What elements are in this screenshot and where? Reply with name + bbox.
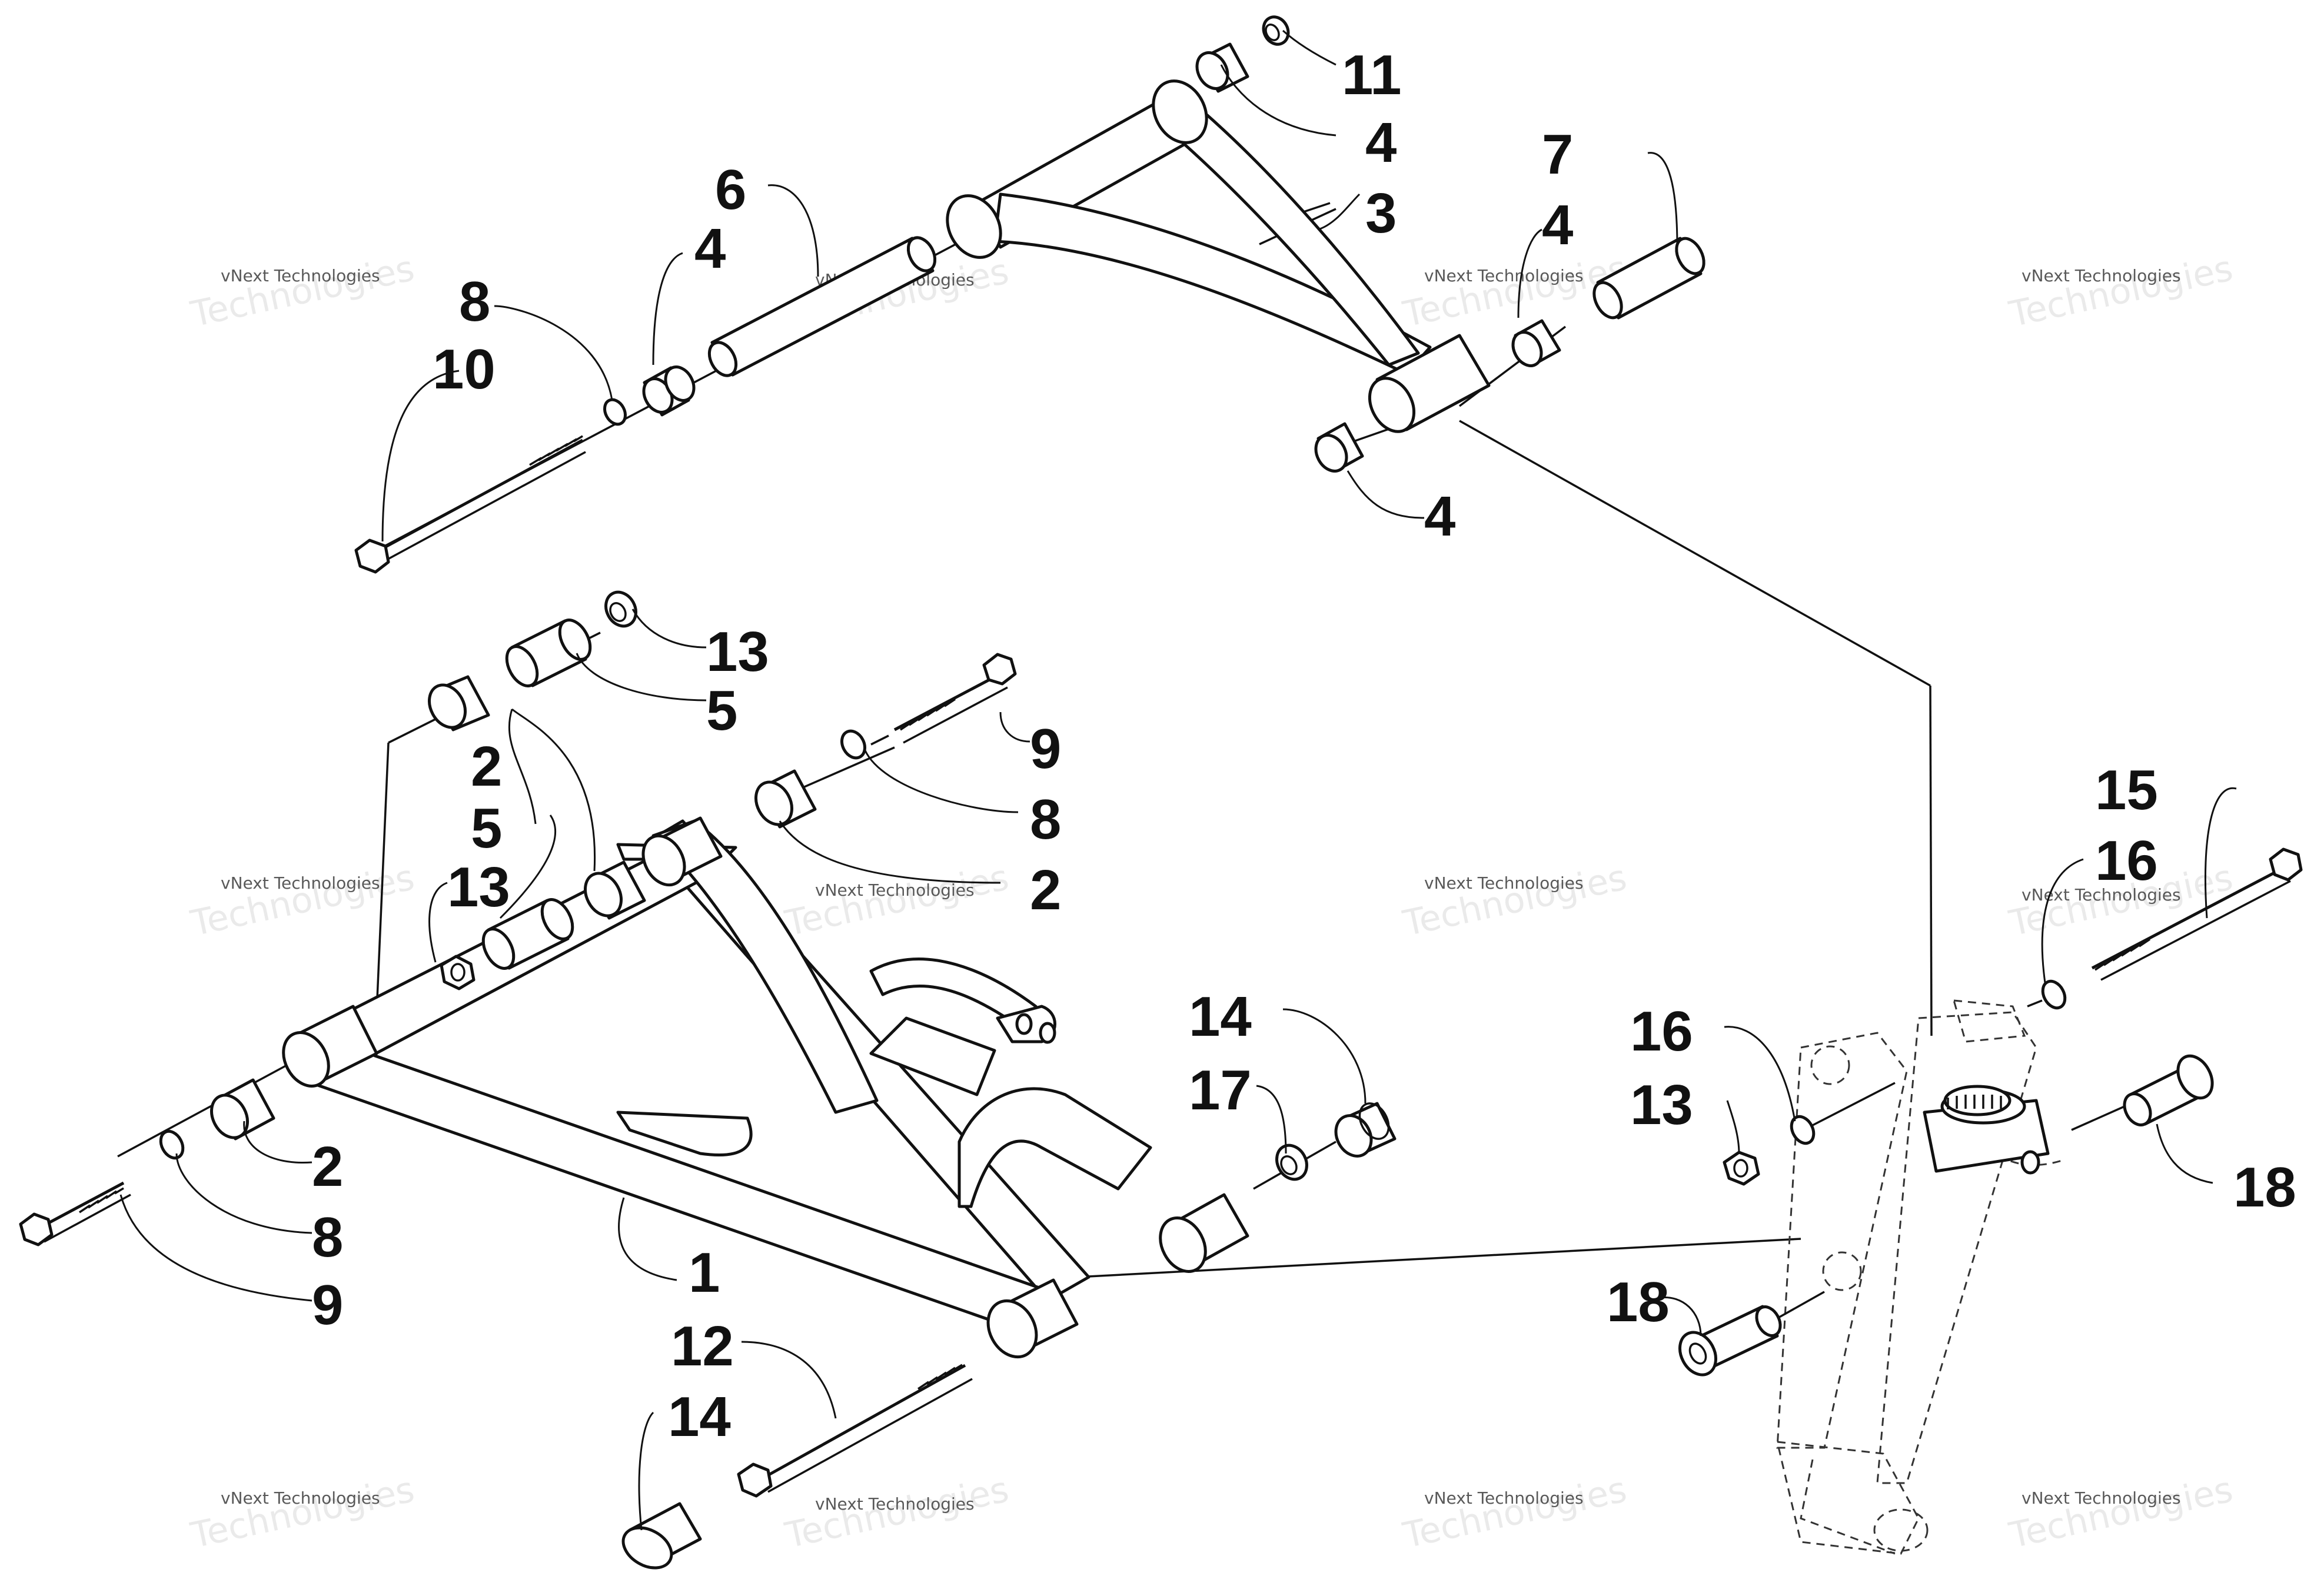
- nut-13: [604, 590, 637, 628]
- callout-13: 13: [447, 856, 510, 919]
- callout-4: 4: [1365, 111, 1397, 174]
- spindle-phantom: [1776, 999, 2066, 1555]
- callout-12: 12: [671, 1315, 734, 1378]
- bolt-10: [354, 435, 586, 574]
- watermark-big: Technologies: [782, 857, 1013, 945]
- upper-a-arm-3: [946, 79, 1491, 433]
- callout-4: 4: [1424, 485, 1455, 548]
- callout-2: 2: [1030, 859, 1061, 922]
- callout-7: 7: [1542, 123, 1573, 186]
- bushing-2: [584, 860, 646, 920]
- bushing-4: [1314, 422, 1364, 473]
- pin-18: [2071, 1054, 2214, 1131]
- nut-13: [440, 955, 476, 990]
- watermark-small: vNext Technologies: [221, 266, 380, 285]
- callout-13: 13: [1630, 1073, 1693, 1136]
- bushing-4: [1195, 42, 1249, 93]
- leader-to-spindle: [1929, 685, 1933, 1036]
- bushing-2: [210, 1078, 275, 1141]
- leader-lines: [119, 29, 2237, 1531]
- callout-2: 2: [471, 735, 502, 798]
- callout-14: 14: [668, 1385, 731, 1448]
- spindle-axis-line: [2027, 999, 2043, 1008]
- washer-8: [603, 398, 627, 426]
- cap-11: [1262, 15, 1290, 46]
- callout-16: 16: [2095, 829, 2158, 892]
- lower-a-arm-assembly: [19, 590, 1801, 1570]
- bolt-12: [737, 1364, 973, 1498]
- callout-10: 10: [433, 338, 496, 401]
- watermark-small: vNext Technologies: [1424, 873, 1584, 893]
- sleeve-6: [707, 236, 937, 377]
- watermark-small: vNext Technologies: [1424, 1488, 1584, 1508]
- cap-14: [1334, 1102, 1397, 1158]
- callout-16: 16: [1630, 1000, 1693, 1063]
- watermark-small: vNext Technologies: [2022, 266, 2181, 285]
- watermark-big: Technologies: [1399, 857, 1631, 945]
- callout-8: 8: [1030, 788, 1061, 851]
- cap-14: [621, 1502, 702, 1570]
- callout-15: 15: [2095, 759, 2158, 822]
- callout-6: 6: [715, 158, 746, 221]
- leader-to-spindle: [1076, 1238, 1801, 1278]
- bolt-9: [19, 1181, 131, 1246]
- nut-13: [1723, 1151, 1760, 1186]
- callout-1: 1: [689, 1241, 720, 1304]
- watermark-small: vNext Technologies: [2022, 1488, 2181, 1508]
- watermark-big: Technologies: [2006, 248, 2237, 335]
- callout-17: 17: [1189, 1059, 1252, 1122]
- washer-16: [1790, 1115, 1816, 1145]
- lower-a-arm-1: [282, 816, 1249, 1359]
- watermark-small: vNext Technologies: [221, 873, 380, 893]
- watermark-big: Technologies: [1399, 1469, 1631, 1557]
- spindle-axis-line: [1812, 1082, 1896, 1126]
- lower-axis-line: [375, 742, 390, 1013]
- bushing-2: [754, 769, 817, 829]
- callout-18: 18: [1607, 1271, 1670, 1334]
- spindle-assembly: [1678, 847, 2303, 1555]
- callout-8: 8: [459, 270, 490, 333]
- callout-4: 4: [694, 217, 726, 280]
- callout-4: 4: [1542, 194, 1573, 257]
- pin-18: [1678, 1291, 1825, 1377]
- sleeve-5: [481, 898, 574, 970]
- bushing-2: [428, 675, 490, 732]
- upper-a-arm-assembly: [354, 15, 1933, 1036]
- lower-axis-line: [870, 734, 889, 746]
- watermark-big: Technologies: [2006, 1469, 2237, 1557]
- washer-8: [159, 1129, 185, 1160]
- bushing-4: [1511, 319, 1561, 367]
- washer-8: [840, 729, 866, 760]
- callout-9: 9: [312, 1274, 343, 1337]
- watermark-small: vNext Technologies: [1424, 266, 1584, 285]
- sleeve-7: [1592, 237, 1705, 320]
- callout-18: 18: [2233, 1156, 2296, 1219]
- callout-13: 13: [706, 620, 769, 683]
- callout-11: 11: [1342, 44, 1401, 107]
- sleeve-5: [505, 619, 592, 687]
- callout-5: 5: [471, 797, 502, 860]
- callout-5: 5: [706, 679, 737, 742]
- callout-3: 3: [1365, 182, 1397, 245]
- callout-9: 9: [1030, 717, 1061, 780]
- watermark-big: Technologies: [187, 1469, 418, 1557]
- bolt-15: [2091, 847, 2303, 981]
- callout-labels: 11 4 6 3 7 4 4 8 10 4 13 5 9 2 8 5 13 2 …: [312, 44, 2296, 1448]
- washer-16: [2041, 979, 2067, 1010]
- watermark-small: vNext Technologies: [815, 1494, 975, 1514]
- bolt-9: [893, 653, 1017, 744]
- callout-14: 14: [1189, 985, 1252, 1048]
- callout-8: 8: [312, 1206, 343, 1269]
- leader-to-spindle: [1459, 420, 1931, 687]
- bushing-4: [642, 365, 696, 417]
- nut-17: [1275, 1143, 1308, 1181]
- callout-2: 2: [312, 1135, 343, 1198]
- watermark-small: vNext Technologies: [815, 880, 975, 900]
- watermark-big: Technologies: [187, 248, 418, 335]
- lower-axis-line: [800, 746, 895, 790]
- watermark-small: vNext Technologies: [221, 1488, 380, 1508]
